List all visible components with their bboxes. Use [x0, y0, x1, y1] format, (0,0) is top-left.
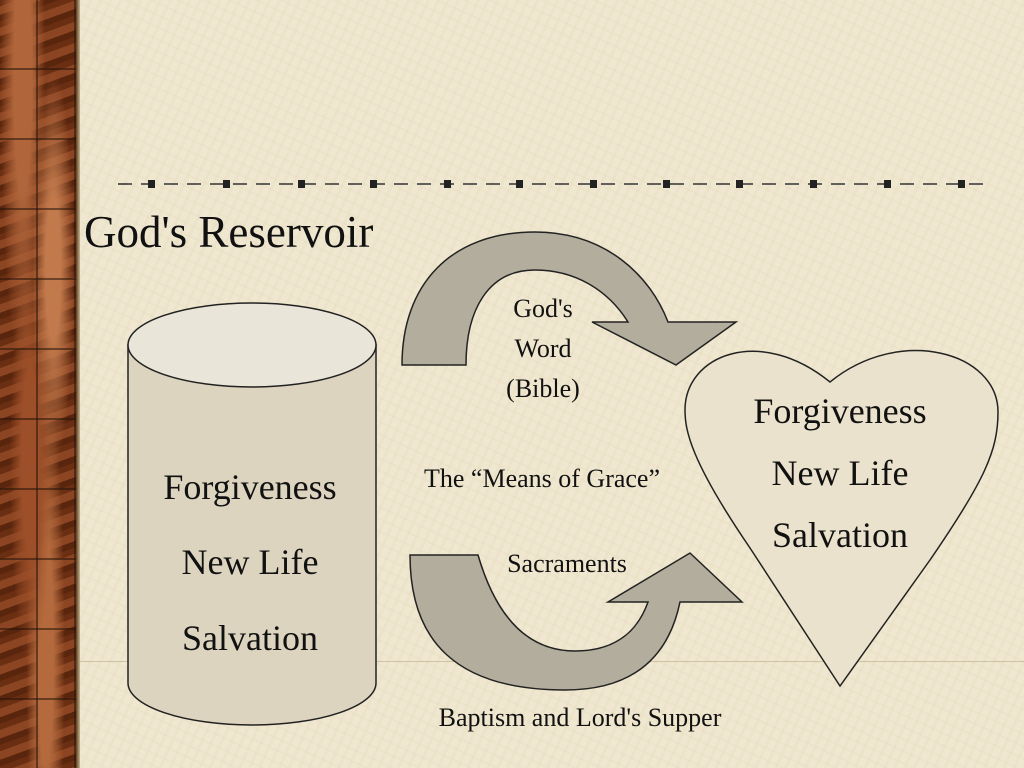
word-arrow — [401, 231, 739, 366]
reservoir-cylinder — [127, 302, 377, 726]
heart-line-new-life: New Life — [771, 453, 909, 493]
word-label-gods: God's — [513, 294, 573, 323]
strip-edge — [76, 0, 80, 768]
reservoir-line-new-life: New Life — [181, 542, 319, 582]
reservoir-line-salvation: Salvation — [182, 618, 318, 658]
reservoir-line-forgiveness: Forgiveness — [163, 467, 337, 507]
heart-line-forgiveness: Forgiveness — [753, 391, 927, 431]
word-label-word: Word — [514, 334, 572, 363]
means-of-grace-label: The “Means of Grace” — [423, 464, 661, 493]
word-label-bible: (Bible) — [506, 374, 580, 403]
slide-title: God's Reservoir — [84, 207, 374, 257]
sacraments-label: Sacraments — [507, 549, 627, 578]
sacraments-detail-label: Baptism and Lord's Supper — [438, 703, 722, 732]
heart-line-salvation: Salvation — [772, 515, 908, 555]
dotted-divider — [118, 180, 992, 188]
marble-strip-grid — [0, 0, 76, 768]
sacraments-arrow — [409, 552, 744, 691]
heart-shape — [684, 349, 999, 688]
